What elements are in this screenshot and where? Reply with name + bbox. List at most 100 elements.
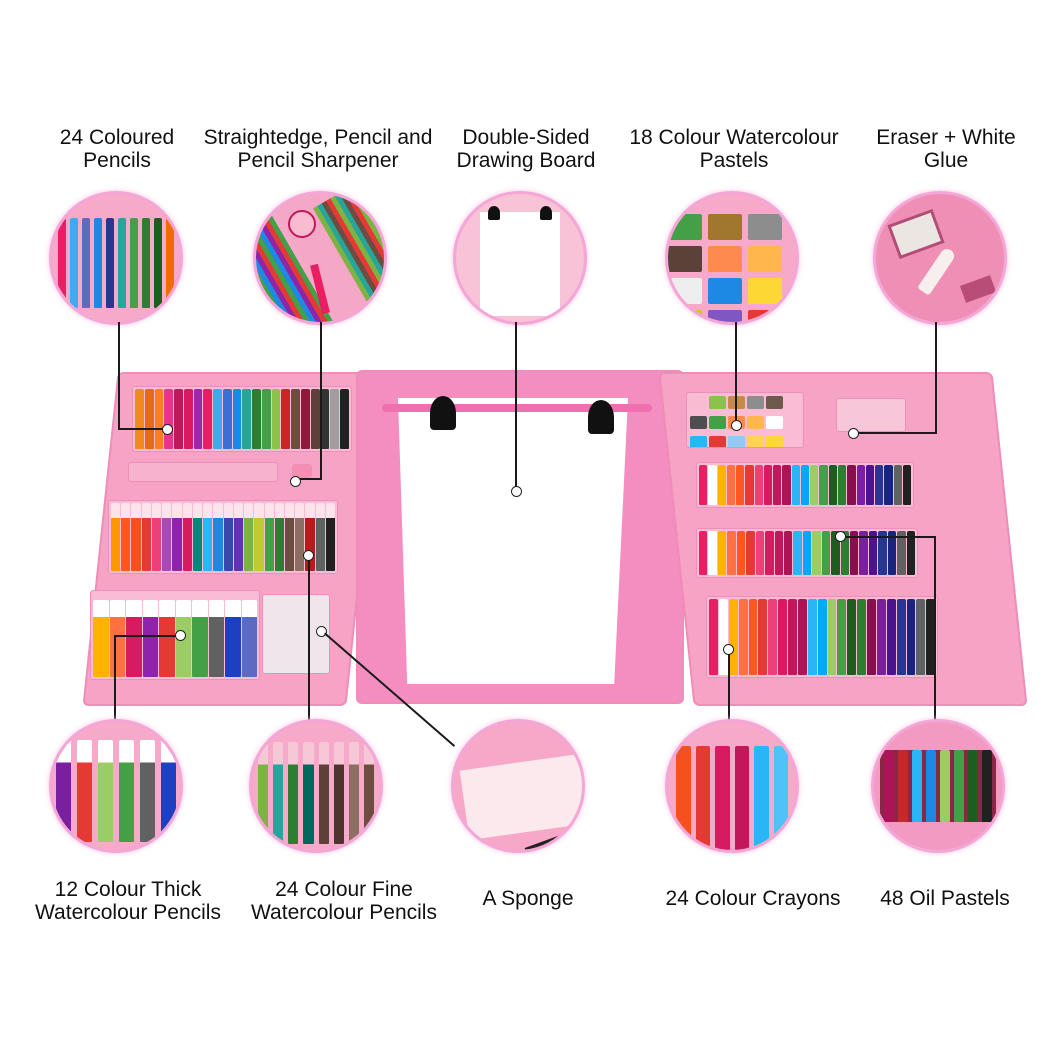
- leader-line: [118, 428, 166, 430]
- clip-right: [588, 400, 614, 434]
- art-item: [884, 750, 894, 822]
- art-item: [264, 503, 274, 571]
- ruler-tray: [128, 462, 278, 482]
- art-item: [130, 218, 138, 308]
- art-item: [840, 531, 849, 575]
- crayons-tray: [706, 596, 938, 678]
- art-item: [708, 531, 717, 575]
- art-item: [121, 503, 131, 571]
- label-thick-watercolour: 12 Colour Thick Watercolour Pencils: [35, 878, 221, 924]
- art-item: [77, 740, 92, 842]
- art-item: [162, 503, 172, 571]
- art-item: [738, 599, 748, 675]
- zoom-circle-thick-watercolour: [52, 722, 180, 850]
- art-item: [98, 740, 113, 842]
- art-item: [261, 389, 271, 449]
- paint-swatch: [748, 214, 782, 240]
- art-item: [135, 389, 144, 449]
- art-item: [940, 750, 950, 822]
- callout-dot: [511, 486, 522, 497]
- art-item: [254, 503, 264, 571]
- oil-pastels-tray-top: [696, 462, 914, 508]
- art-item: [807, 599, 817, 675]
- art-item: [755, 531, 765, 575]
- art-item: [812, 531, 821, 575]
- art-item: [70, 218, 78, 308]
- board-rail: [382, 404, 652, 412]
- art-item: [208, 599, 224, 677]
- art-item: [717, 465, 726, 505]
- label-drawing-board: Double-Sided Drawing Board: [456, 126, 596, 172]
- art-item: [142, 599, 158, 677]
- art-item: [252, 389, 261, 449]
- paint-swatch: [747, 436, 764, 447]
- art-item: [837, 465, 847, 505]
- callout-dot: [848, 428, 859, 439]
- label-watercolour-pastels: 18 Colour Watercolour Pastels: [629, 126, 839, 172]
- eraser-glue-slot: [836, 398, 906, 432]
- art-item: [695, 746, 710, 850]
- art-case: [56, 368, 1028, 708]
- paint-swatch: [668, 310, 702, 322]
- art-item: [902, 465, 912, 505]
- art-item: [773, 746, 788, 850]
- art-item: [926, 750, 936, 822]
- paint-swatch: [709, 416, 726, 429]
- art-item: [174, 389, 183, 449]
- art-item: [154, 389, 164, 449]
- art-item: [788, 599, 797, 675]
- art-item: [758, 599, 768, 675]
- zoom-circle-fine-watercolour: [252, 722, 380, 850]
- zoom-circle-eraser-glue: [876, 194, 1004, 322]
- art-item: [159, 599, 175, 677]
- art-item: [273, 742, 284, 844]
- art-item: [363, 742, 374, 844]
- art-item: [793, 531, 802, 575]
- callout-dot: [290, 476, 301, 487]
- art-item: [192, 503, 203, 571]
- art-item: [82, 218, 90, 308]
- leader-line: [114, 635, 116, 727]
- art-item: [699, 531, 708, 575]
- art-item: [295, 503, 305, 571]
- art-item: [782, 465, 791, 505]
- art-item: [141, 503, 151, 571]
- zoom-circle-drawing-board: [456, 194, 584, 322]
- leader-line: [935, 322, 937, 434]
- art-item: [119, 740, 134, 842]
- art-item: [906, 531, 916, 575]
- art-item: [340, 389, 349, 449]
- art-item: [865, 465, 875, 505]
- art-item: [819, 465, 828, 505]
- paint-swatch: [766, 396, 783, 409]
- label-oil-pastels: 48 Oil Pastels: [880, 887, 1010, 910]
- label-crayons: 24 Colour Crayons: [665, 887, 841, 910]
- art-item: [303, 742, 314, 844]
- label-straightedge: Straightedge, Pencil and Pencil Sharpene…: [203, 126, 433, 172]
- art-item: [884, 465, 893, 505]
- callout-dot: [175, 630, 186, 641]
- zoom-circle-watercolour-pastels: [668, 194, 796, 322]
- art-item: [291, 389, 301, 449]
- art-item: [182, 503, 192, 571]
- art-item: [233, 503, 244, 571]
- art-item: [748, 599, 758, 675]
- art-item: [241, 599, 257, 677]
- art-item: [867, 599, 876, 675]
- art-item: [875, 465, 884, 505]
- art-item: [726, 465, 736, 505]
- art-item: [223, 503, 233, 571]
- paint-swatch: [748, 310, 782, 322]
- art-item: [898, 750, 908, 822]
- art-item: [876, 599, 886, 675]
- art-item: [906, 599, 916, 675]
- art-item: [954, 750, 964, 822]
- art-item: [330, 389, 340, 449]
- paint-swatch: [708, 246, 742, 272]
- clip-left: [430, 396, 456, 430]
- art-item: [93, 599, 109, 677]
- paint-swatch: [766, 416, 783, 429]
- art-item: [859, 531, 868, 575]
- art-item: [745, 465, 754, 505]
- art-item: [734, 746, 749, 850]
